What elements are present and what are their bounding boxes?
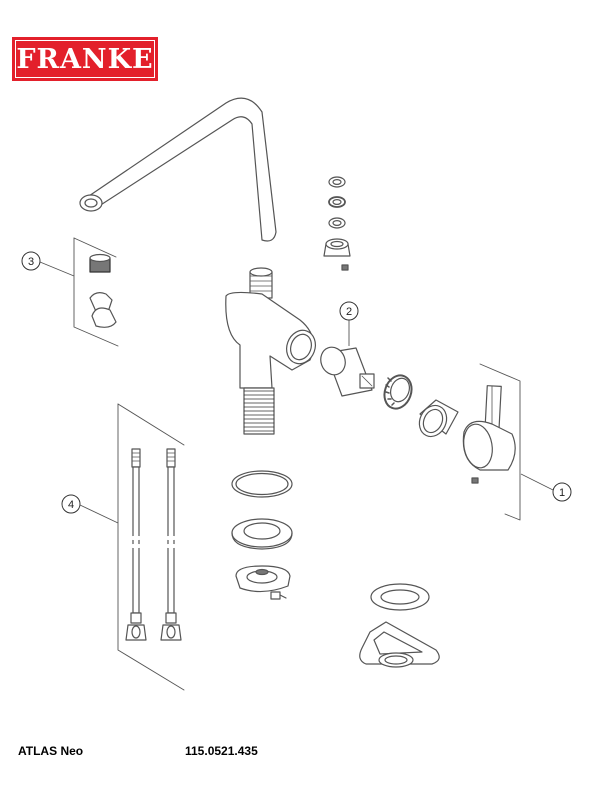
hose-right <box>160 448 182 641</box>
lever-handle <box>462 385 516 484</box>
callout-3-label: 3 <box>28 256 34 268</box>
callout-2-label: 2 <box>346 306 352 318</box>
brand-name: FRANKE <box>16 43 154 75</box>
hose-left <box>125 448 147 641</box>
product-code: 115.0521.435 <box>185 744 258 758</box>
hoses-kit <box>117 403 185 691</box>
callout-4-label: 4 <box>68 499 74 511</box>
tap-body <box>225 267 316 435</box>
callout-1-label: 1 <box>559 487 565 499</box>
fixing-plate <box>359 583 440 668</box>
cover-sleeve <box>418 399 459 438</box>
callout-4-circle <box>61 494 81 514</box>
ring-nut <box>383 374 413 410</box>
callout-3-leader <box>39 261 75 277</box>
handle-kit-bracket <box>479 363 521 521</box>
callout-1-circle <box>552 482 572 502</box>
base-gaskets <box>231 470 293 600</box>
callout-2-circle <box>339 301 359 321</box>
product-name: ATLAS Neo <box>18 744 84 758</box>
cartridge <box>320 346 375 397</box>
callout-1-leader <box>520 473 554 491</box>
o-ring-stack <box>323 176 351 271</box>
spout <box>79 97 277 242</box>
franke-logo: FRANKE <box>12 37 158 81</box>
callout-3-circle <box>21 251 41 271</box>
callout-4-leader <box>79 504 119 524</box>
aerator-kit <box>73 237 119 347</box>
